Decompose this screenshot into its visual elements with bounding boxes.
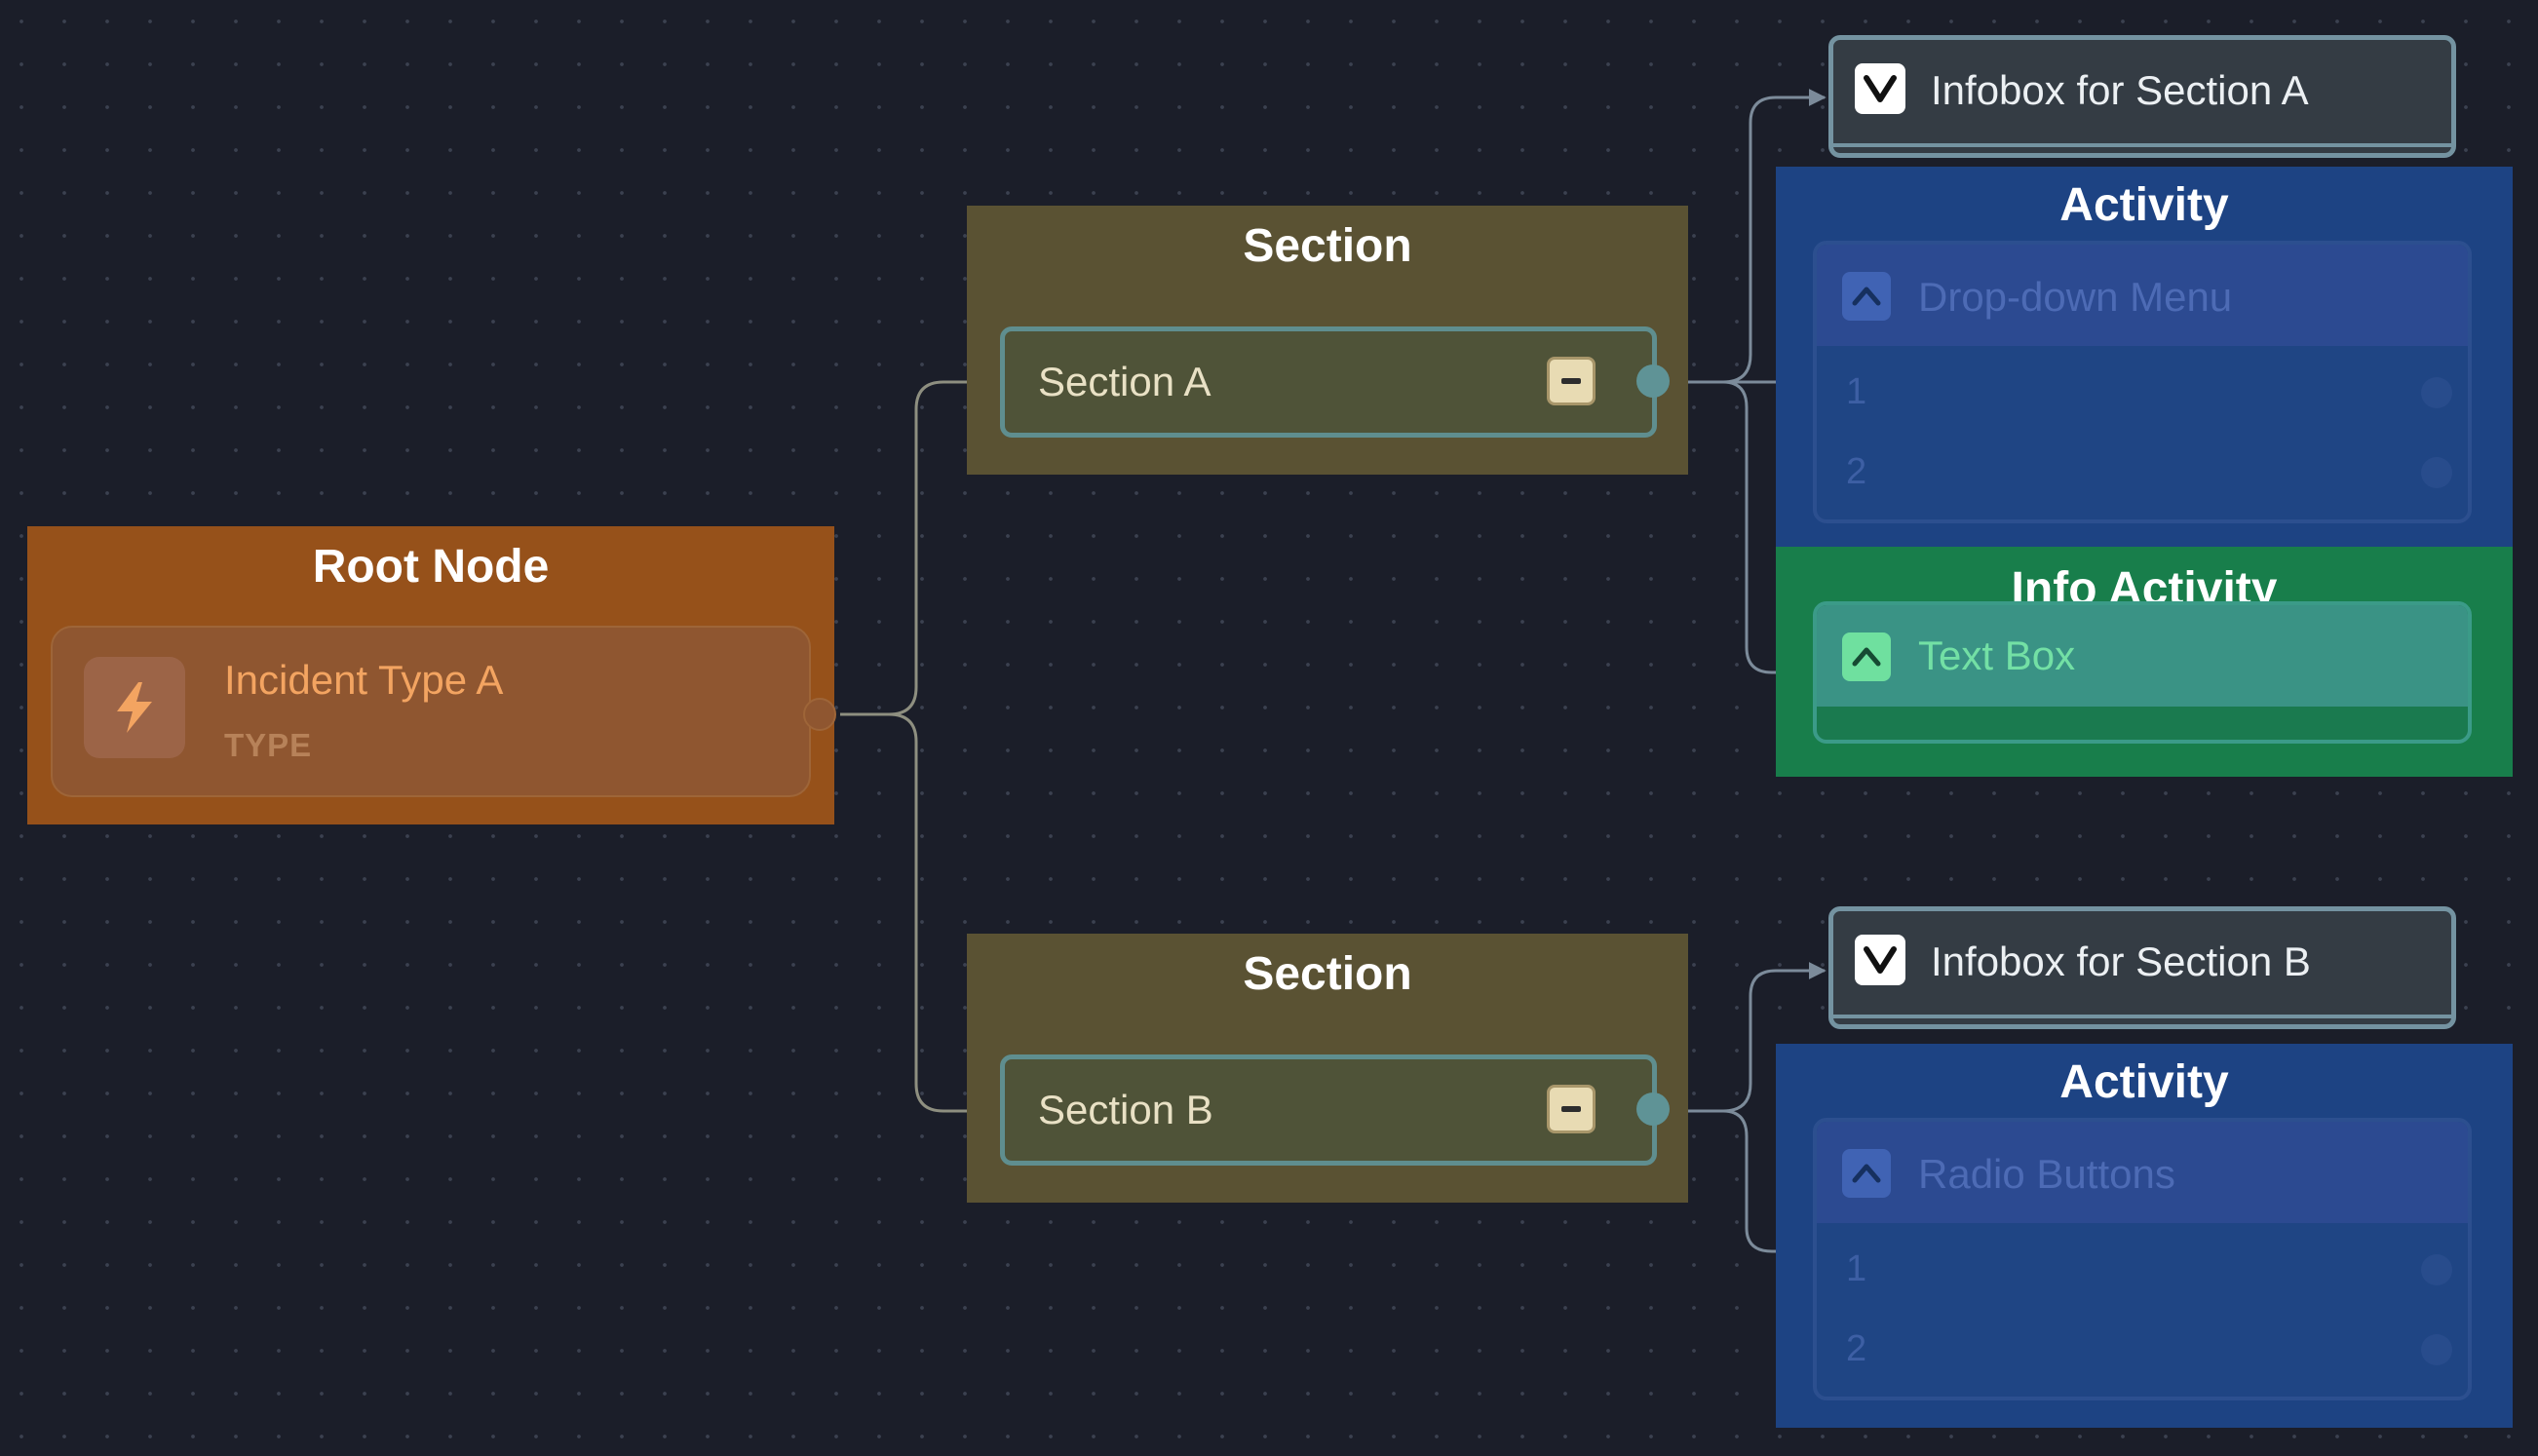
- infobox-b-label: Infobox for Section B: [1931, 939, 2311, 984]
- section-b-output-port[interactable]: [1636, 1092, 1670, 1126]
- lightning-icon: [84, 657, 185, 758]
- edge-section-a-to-infobox-a: [1669, 89, 1827, 384]
- section-group-title: Section: [1243, 220, 1412, 272]
- infobox-a-label: Infobox for Section A: [1931, 67, 2309, 113]
- section-b-card[interactable]: Section B: [1000, 1054, 1670, 1166]
- text-box-card[interactable]: Text Box: [1813, 601, 2472, 744]
- section-a-output-port[interactable]: [1636, 364, 1670, 398]
- dropdown-menu-header[interactable]: Drop-down Menu: [1817, 245, 2468, 346]
- infobox-section-a[interactable]: Infobox for Section A: [1828, 35, 2456, 158]
- root-node-type: TYPE: [224, 727, 313, 763]
- edge-root-to-section-b: [840, 712, 994, 1120]
- infobox-divider: [1833, 1015, 2451, 1018]
- chevron-up-icon[interactable]: [1842, 632, 1891, 681]
- text-box-label: Text Box: [1918, 632, 2076, 678]
- info-activity-group[interactable]: Info Activity Text Box: [1776, 547, 2513, 777]
- root-node-label: Incident Type A: [224, 657, 504, 703]
- activity-group-title: Activity: [2059, 179, 2229, 231]
- edge-section-b-to-activity-b: [1669, 1109, 1817, 1260]
- radio-buttons-header[interactable]: Radio Buttons: [1817, 1122, 2468, 1223]
- section-group-a[interactable]: Section Section A: [967, 206, 1688, 475]
- dropdown-menu-card[interactable]: Drop-down Menu 1 2: [1813, 241, 2472, 523]
- root-node-output-port[interactable]: [803, 698, 836, 731]
- chevron-down-icon[interactable]: [1855, 63, 1905, 114]
- activity-group-a[interactable]: Activity Drop-down Menu 1 2: [1776, 167, 2513, 547]
- chevron-up-icon[interactable]: [1842, 272, 1891, 321]
- infobox-section-b[interactable]: Infobox for Section B: [1828, 906, 2456, 1029]
- root-node-group[interactable]: Root Node Incident Type A TYPE: [27, 526, 836, 824]
- option-2-label: 2: [1846, 1328, 1867, 1369]
- root-node-title: Root Node: [312, 541, 550, 593]
- text-box-header[interactable]: Text Box: [1817, 605, 2468, 707]
- option-1-port[interactable]: [2421, 377, 2452, 408]
- chevron-down-icon[interactable]: [1855, 935, 1905, 985]
- infobox-divider: [1833, 143, 2451, 147]
- option-2-label: 2: [1846, 451, 1867, 492]
- activity-group-b[interactable]: Activity Radio Buttons 1 2: [1776, 1044, 2513, 1428]
- edge-section-b-to-infobox-b: [1669, 962, 1827, 1113]
- option-2-port[interactable]: [2421, 457, 2452, 488]
- edge-section-a-to-info-activity: [1669, 380, 1817, 681]
- collapse-minus-icon[interactable]: [1547, 357, 1596, 405]
- edge-root-to-section-a: [840, 373, 994, 716]
- radio-buttons-card[interactable]: Radio Buttons 1 2: [1813, 1118, 2472, 1400]
- dropdown-menu-label: Drop-down Menu: [1918, 274, 2233, 320]
- chevron-up-icon[interactable]: [1842, 1149, 1891, 1198]
- option-1-label: 1: [1846, 1248, 1867, 1289]
- option-1-port[interactable]: [2421, 1254, 2452, 1285]
- activity-group-title: Activity: [2059, 1056, 2229, 1108]
- section-group-title: Section: [1243, 948, 1412, 1000]
- radio-buttons-label: Radio Buttons: [1918, 1151, 2175, 1197]
- root-node-card[interactable]: Incident Type A TYPE: [51, 626, 811, 797]
- section-a-card[interactable]: Section A: [1000, 326, 1670, 438]
- section-group-b[interactable]: Section Section B: [967, 934, 1688, 1203]
- collapse-minus-icon[interactable]: [1547, 1085, 1596, 1133]
- section-a-label: Section A: [1038, 359, 1211, 404]
- option-1-label: 1: [1846, 371, 1867, 412]
- section-b-label: Section B: [1038, 1087, 1213, 1132]
- option-2-port[interactable]: [2421, 1334, 2452, 1365]
